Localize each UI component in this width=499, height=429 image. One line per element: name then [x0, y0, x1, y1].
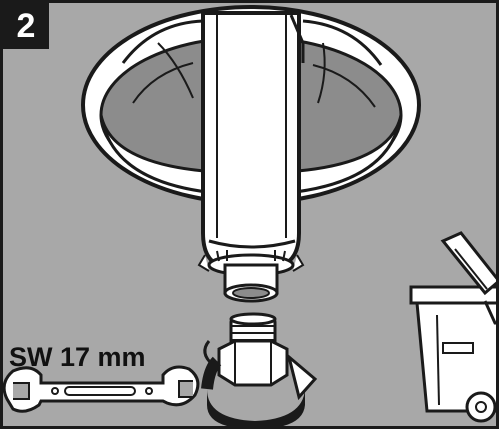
wrench-icon: [3, 365, 200, 413]
wrench-size-label: SW 17 mm: [9, 342, 146, 372]
outlet-nipple: [207, 250, 295, 303]
recycling-bin-icon: [409, 231, 496, 423]
drain-plug-icon: [217, 312, 289, 387]
rotate-arrow-icon: [201, 340, 318, 426]
filter-housing: [197, 11, 305, 272]
assembly-illustration: [3, 5, 496, 426]
step-number-badge: 2: [3, 3, 49, 49]
